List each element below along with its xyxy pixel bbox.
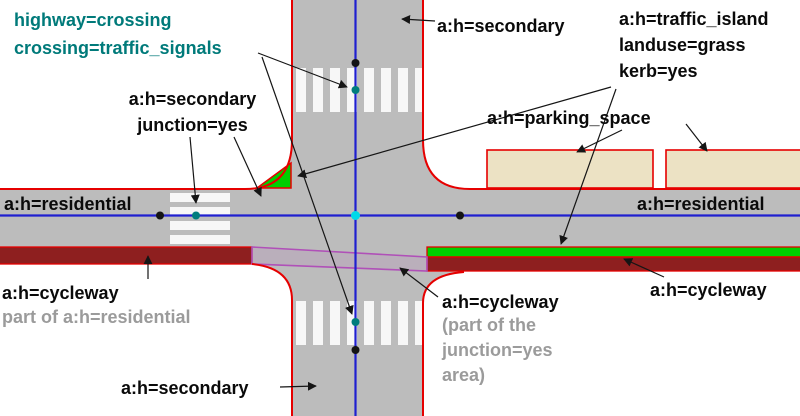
crosswalk-stripe (313, 68, 323, 112)
cycleway-center-label: a:h=cycleway (442, 292, 559, 312)
arrow-parking-1 (576, 129, 623, 153)
crosswalk-stripe (313, 301, 323, 345)
junction-cycleway-area (251, 246, 428, 272)
crosswalk-stripe (296, 301, 306, 345)
annotation-arrows (143, 14, 708, 391)
node-black (156, 211, 164, 220)
arrow-secondary-bottom (279, 381, 317, 391)
residential-left-label: a:h=residential (4, 194, 132, 214)
crosswalk-stripe (170, 207, 230, 216)
node-black (456, 211, 464, 220)
crosswalk-stripe (330, 68, 340, 112)
arrow-junction-2 (233, 136, 262, 197)
crossing-node-left (192, 211, 200, 220)
crosswalk-stripe (364, 301, 374, 345)
cycleway-left-label: a:h=cycleway (2, 283, 119, 303)
arrow-junction-1 (189, 136, 200, 204)
crosswalk-stripe (398, 301, 408, 345)
crosswalk-stripe (415, 301, 422, 345)
parking-space-label: a:h=parking_space (487, 108, 651, 128)
cycleway-strip-left (0, 246, 253, 265)
crosswalk-stripe (296, 68, 306, 112)
arrow-cycleway-center (399, 267, 439, 298)
crosswalk-stripe (398, 68, 408, 112)
crosswalk-stripe (170, 235, 230, 244)
crosswalk-stripe (381, 68, 391, 112)
junction-label: a:h=secondary junction=yes (128, 89, 257, 135)
node-black (351, 346, 360, 354)
secondary-bottom-label: a:h=secondary (121, 378, 249, 398)
crosswalk-stripe (330, 301, 340, 345)
arrow-crossing-to-bottom-node (261, 56, 354, 315)
arrow-secondary-top (401, 14, 436, 24)
cycleway-center-note: (part of the junction=yes area) (442, 315, 553, 385)
cycleway-left-note: part of a:h=residential (2, 307, 191, 327)
crosswalk-stripe (415, 68, 422, 112)
area-border-top-right (422, 0, 800, 190)
crossing-node-bottom (351, 318, 360, 326)
parking-space-1 (486, 149, 654, 189)
crosswalk-stripe (170, 193, 230, 202)
arrow-cycleway-right (623, 258, 665, 278)
traffic-island-triangle (254, 161, 292, 189)
crossing-label: highway=crossing crossing=traffic_signal… (14, 10, 222, 58)
traffic-island-label: a:h=traffic_island landuse=grass kerb=ye… (619, 9, 769, 81)
parking-space-2 (665, 149, 800, 189)
grass-strip-right (426, 246, 800, 258)
crosswalk-left (170, 193, 230, 244)
crosswalk-stripe (381, 301, 391, 345)
crosswalk-stripe (364, 68, 374, 112)
residential-right-label: a:h=residential (637, 194, 765, 214)
cycleway-right-label: a:h=cycleway (650, 280, 767, 300)
crosswalk-stripe (170, 221, 230, 230)
junction-flare-top-right (424, 140, 470, 189)
arrow-crossing-to-top-node (257, 52, 348, 89)
area-border-bottom-left (251, 263, 293, 416)
arrow-island-to-strip (559, 88, 617, 245)
cycleway-strip-right (426, 256, 800, 272)
area-border-bottom-right (422, 271, 465, 416)
arrow-island-to-triangle (297, 86, 612, 179)
crossing-node-top (351, 86, 360, 94)
junction-node-center (351, 211, 360, 220)
secondary-top-label: a:h=secondary (437, 16, 565, 36)
arrow-parking-2 (685, 123, 708, 152)
node-black (351, 59, 360, 67)
